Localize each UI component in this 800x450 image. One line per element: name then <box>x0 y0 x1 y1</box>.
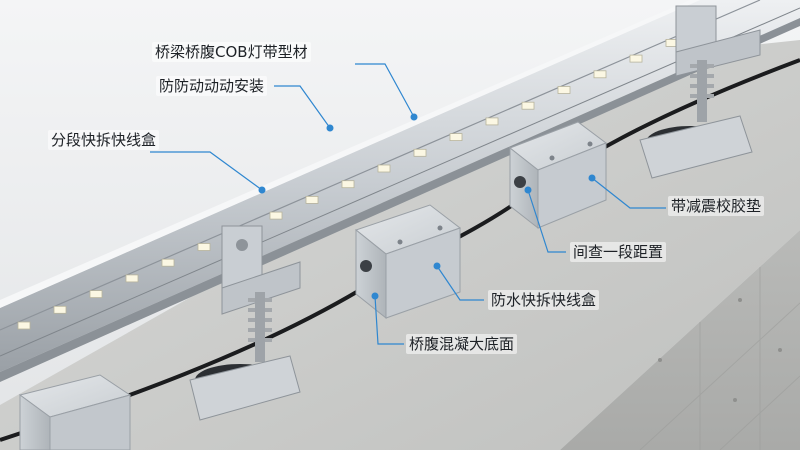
leader-lines <box>150 63 666 345</box>
label-segment-junction-box: 分段快拆快线盒 <box>48 130 160 150</box>
led-chip <box>161 258 175 267</box>
leader-dot-icon <box>524 186 532 194</box>
led-chip <box>305 195 319 204</box>
led-chip <box>557 86 571 94</box>
led-chip <box>53 305 67 314</box>
label-interval-spacing: 间查一段距置 <box>570 242 667 262</box>
leader-line-concrete-bottom <box>374 295 404 345</box>
concrete-tie-holes <box>658 298 782 402</box>
junction-box-right <box>508 121 608 230</box>
mounting-bracket-right <box>639 5 761 179</box>
led-chip <box>485 117 499 126</box>
leader-dot-icon <box>410 113 418 121</box>
leader-dot-icon <box>326 124 334 132</box>
label-shock-pad: 带减震校胶垫 <box>668 196 765 216</box>
led-chip <box>629 54 643 63</box>
led-chip <box>449 133 463 142</box>
leader-line-led-profile <box>355 63 415 118</box>
leader-dot-icon <box>371 292 379 300</box>
label-bridge-concrete-bottom: 桥腹混凝大底面 <box>406 334 518 354</box>
led-chip <box>17 321 31 330</box>
leader-dot-icon <box>588 174 596 182</box>
led-chip <box>125 274 139 283</box>
mounting-bracket-left <box>189 225 301 421</box>
leader-line-interval <box>527 189 566 253</box>
led-chip <box>341 180 355 189</box>
leader-dot-icon <box>433 262 441 270</box>
leader-line-waterproof <box>436 265 484 301</box>
leader-line-anti-loose <box>274 85 331 129</box>
led-chip <box>521 101 535 110</box>
label-led-profile: 桥梁桥腹COB灯带型材 <box>152 42 311 62</box>
junction-box-front <box>18 374 132 450</box>
led-chip <box>89 290 103 299</box>
led-chip <box>377 164 391 173</box>
led-chip <box>197 243 211 251</box>
label-waterproof-box: 防水快拆快线盒 <box>488 290 600 310</box>
led-chip <box>593 70 607 79</box>
led-chip <box>269 211 283 220</box>
label-anti-loose-install: 防防动动动安装 <box>156 76 268 96</box>
leader-line-segment-box <box>150 151 263 191</box>
led-rail-profile <box>0 0 800 382</box>
leader-line-shock-pad <box>591 177 666 209</box>
led-chip <box>413 148 427 157</box>
leader-dot-icon <box>258 186 266 194</box>
concrete-face <box>560 230 800 450</box>
concrete-seams <box>639 267 800 450</box>
